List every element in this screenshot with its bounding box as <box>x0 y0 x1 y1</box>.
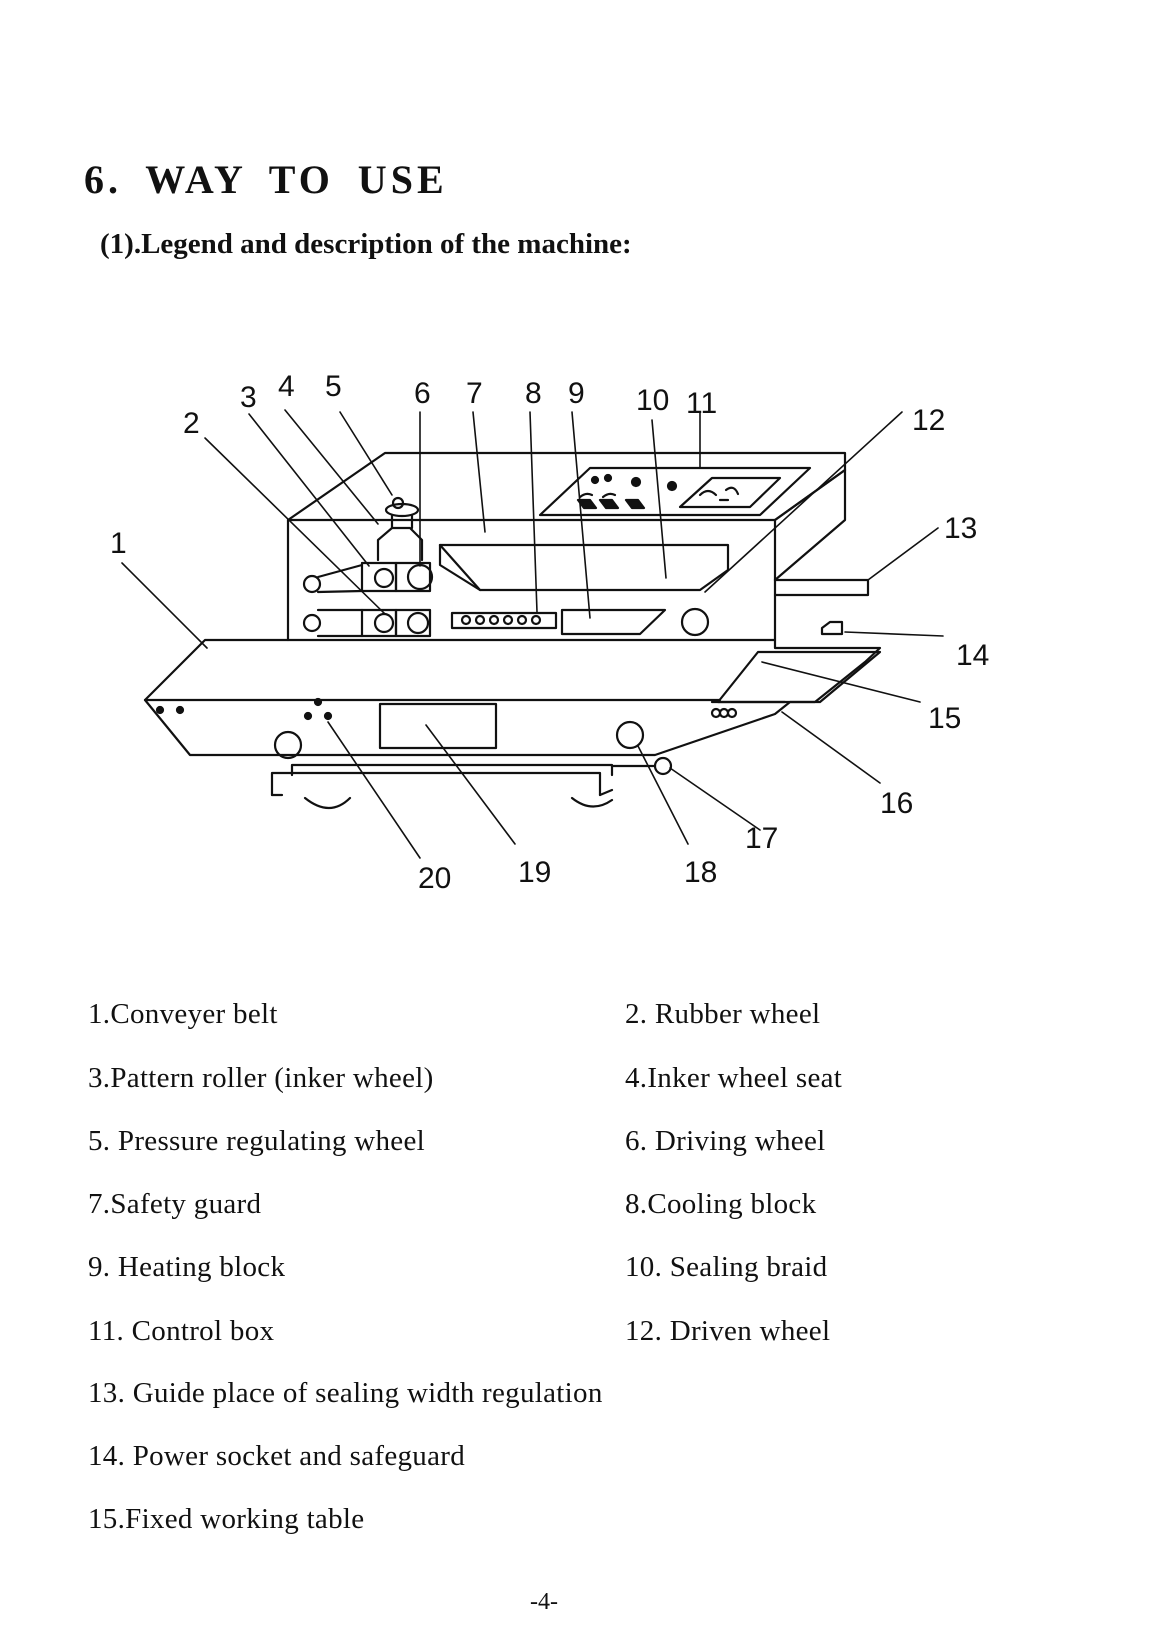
legend-item-15: 15.Fixed working table <box>88 1503 365 1535</box>
callout-3: 3 <box>240 381 257 414</box>
subsection-title: (1).Legend and description of the machin… <box>100 228 632 260</box>
leader-lines <box>121 409 944 859</box>
legend-item-9: 9. Heating block <box>88 1251 286 1283</box>
housing-outline <box>286 451 847 642</box>
callout-10: 10 <box>636 384 669 417</box>
page-number: -4- <box>530 1589 558 1615</box>
legend-item-11: 11. Control box <box>88 1315 275 1347</box>
conveyor-body <box>143 638 882 757</box>
legend-item-12: 12. Driven wheel <box>625 1315 831 1347</box>
callout-9: 9 <box>568 377 585 410</box>
legend-item-14: 14. Power socket and safeguard <box>88 1440 466 1472</box>
legend-item-2: 2. Rubber wheel <box>625 998 821 1030</box>
legend-item-10: 10. Sealing braid <box>625 1251 828 1283</box>
callout-7: 7 <box>466 377 483 410</box>
callout-19: 19 <box>518 856 551 889</box>
callout-20: 20 <box>418 862 451 895</box>
legend-item-5: 5. Pressure regulating wheel <box>88 1125 425 1157</box>
callout-6: 6 <box>414 377 431 410</box>
roller-assembly <box>302 561 710 638</box>
callout-1: 1 <box>110 527 127 560</box>
callout-18: 18 <box>684 856 717 889</box>
callout-15: 15 <box>928 702 961 735</box>
machine-diagram: 1 2 3 4 5 6 7 8 9 10 11 12 13 14 15 16 1… <box>110 370 989 895</box>
legend-item-7: 7.Safety guard <box>88 1188 262 1220</box>
callout-labels: 1 2 3 4 5 6 7 8 9 10 11 12 13 14 15 16 1… <box>110 370 989 895</box>
callout-5: 5 <box>325 370 342 403</box>
callout-14: 14 <box>956 639 989 672</box>
callout-4: 4 <box>278 370 295 403</box>
callout-8: 8 <box>525 377 542 410</box>
callout-11: 11 <box>686 387 717 420</box>
legend-item-6: 6. Driving wheel <box>625 1125 826 1157</box>
safety-guard <box>438 543 730 592</box>
control-box <box>538 466 812 517</box>
section-title: 6. WAY TO USE <box>84 157 448 202</box>
callout-12: 12 <box>912 404 945 437</box>
legend-item-8: 8.Cooling block <box>625 1188 817 1220</box>
guide-bar <box>773 578 870 636</box>
legend-item-1: 1.Conveyer belt <box>88 998 278 1030</box>
inker-wheel-seat <box>376 496 424 562</box>
callout-17: 17 <box>745 822 778 855</box>
callout-2: 2 <box>183 407 200 440</box>
legend-item-13: 13. Guide place of sealing width regulat… <box>88 1377 603 1409</box>
callout-16: 16 <box>880 787 913 820</box>
legend-item-3: 3.Pattern roller (inker wheel) <box>88 1062 434 1094</box>
callout-13: 13 <box>944 512 977 545</box>
machine-stand <box>270 720 673 810</box>
legend-item-4: 4.Inker wheel seat <box>625 1062 843 1094</box>
